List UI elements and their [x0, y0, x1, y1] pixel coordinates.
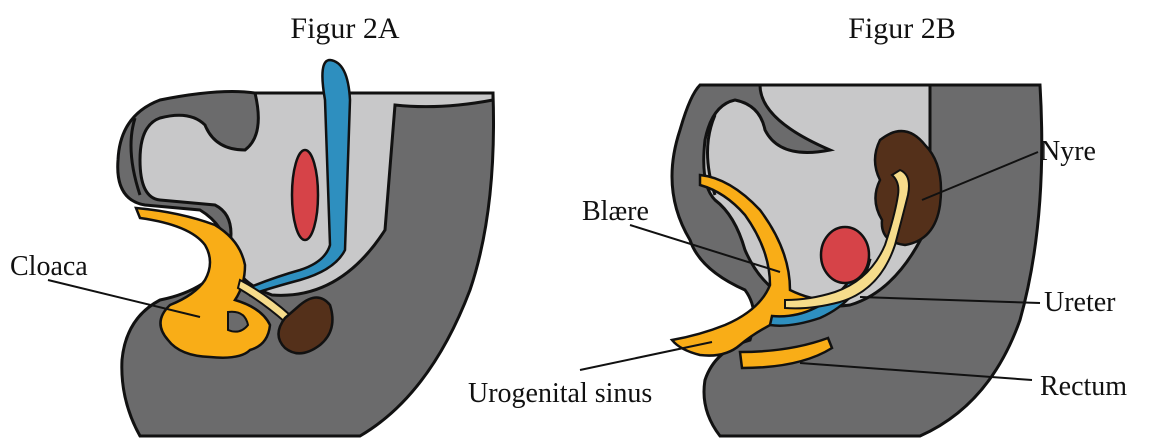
label-cloaca: Cloaca	[10, 251, 88, 282]
label-ureter: Ureter	[1044, 287, 1116, 318]
leader-urogenital-sinus	[580, 342, 712, 370]
label-blaere: Blære	[582, 196, 649, 227]
label-urogenital-sinus: Urogenital sinus	[468, 378, 652, 409]
figure-2b: Figur 2B Nyre Blære Ureter Urogenital si…	[468, 12, 1127, 436]
gonad-2b	[821, 227, 869, 283]
figure-2a-title: Figur 2A	[290, 12, 400, 45]
label-nyre: Nyre	[1040, 136, 1096, 167]
figure-2b-title: Figur 2B	[848, 12, 956, 45]
figure-2a: Figur 2A Cloaca	[10, 12, 494, 436]
label-rectum: Rectum	[1040, 371, 1127, 402]
gonad-2a	[292, 150, 318, 240]
